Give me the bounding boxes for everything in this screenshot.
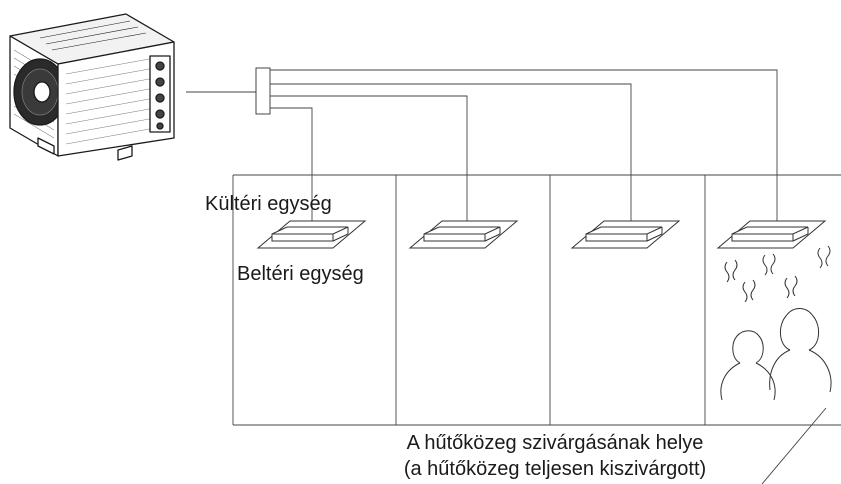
- refrigerant-piping: [186, 67, 778, 221]
- leak-location-line-2: (a hűtőközeg teljesen kiszivárgott): [403, 458, 707, 480]
- indoor-unit-room-3: [570, 220, 681, 249]
- indoor-unit-label: Beltéri egység: [237, 263, 364, 285]
- indoor-unit-room-1: [256, 220, 367, 249]
- indoor-unit-room-4: [716, 220, 827, 249]
- outdoor-unit-label: Kültéri egység: [205, 193, 332, 215]
- leak-location-label: A hűtőközeg szivárgásának helye (a hűtők…: [320, 430, 790, 482]
- person-silhouettes: [720, 308, 832, 401]
- rooms: [232, 174, 841, 426]
- leak-pointer-line: [761, 407, 827, 484]
- leak-location-line-1: A hűtőközeg szivárgásának helye: [406, 432, 704, 454]
- leak-wisps: [724, 245, 831, 303]
- indoor-unit-room-2: [408, 220, 519, 249]
- outdoor-unit-illustration: [9, 13, 175, 161]
